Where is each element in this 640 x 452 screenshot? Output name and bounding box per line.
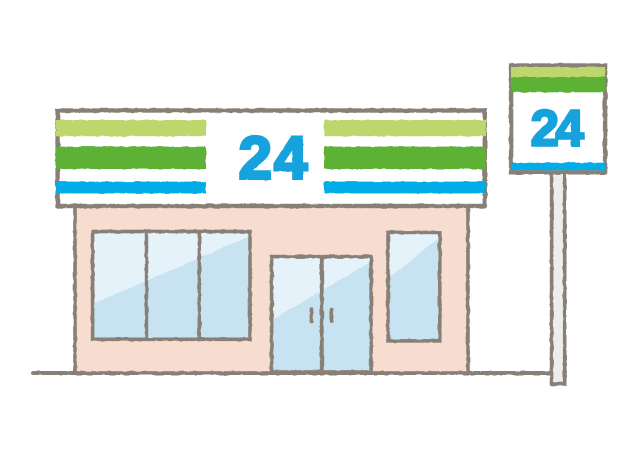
svg-text:24: 24 [531, 100, 585, 157]
svg-text:24: 24 [239, 125, 310, 192]
